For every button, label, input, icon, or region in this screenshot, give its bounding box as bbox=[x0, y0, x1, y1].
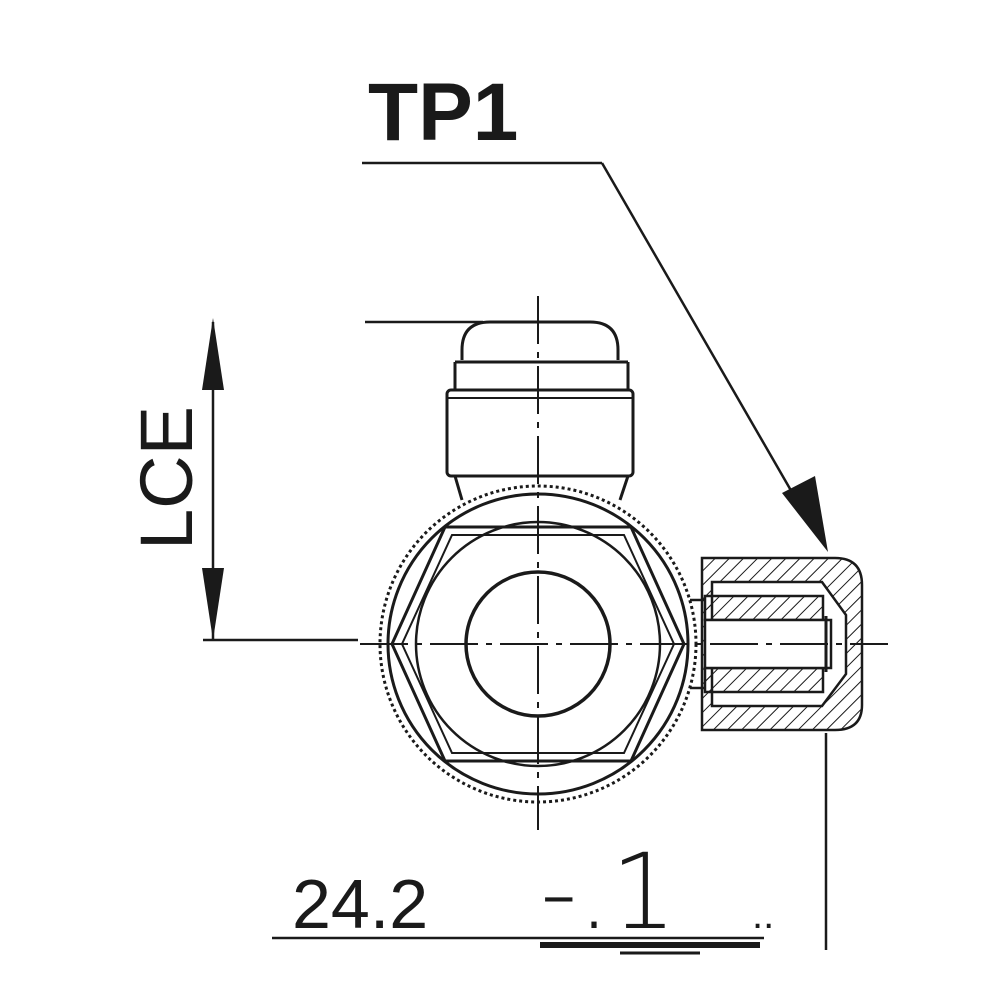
callout-arrow-icon bbox=[782, 476, 828, 552]
bottom-trailing-marks: .. bbox=[752, 893, 774, 937]
callout-leader bbox=[362, 161, 810, 521]
lce-label: LCE bbox=[125, 406, 208, 550]
center-lines bbox=[360, 296, 888, 830]
lce-arrow-down-icon bbox=[202, 568, 224, 640]
lce-dimension bbox=[203, 320, 483, 642]
callout-label: TP1 bbox=[368, 67, 518, 158]
bottom-tolerance: -.1 bbox=[540, 831, 677, 953]
lce-arrow-up-icon bbox=[202, 318, 224, 390]
bottom-value: 24.2 bbox=[292, 865, 428, 943]
bottom-dimension bbox=[272, 733, 828, 955]
top-fitting bbox=[445, 320, 635, 501]
